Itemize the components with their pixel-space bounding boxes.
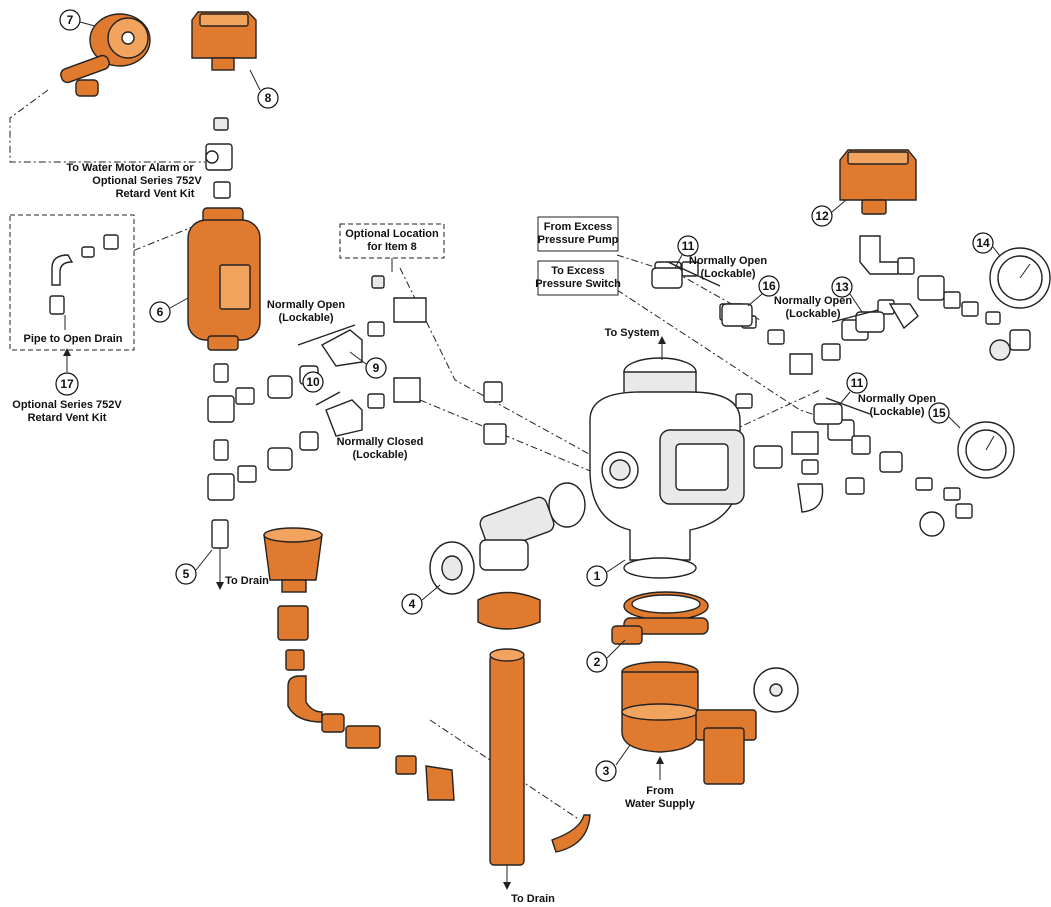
svg-text:9: 9 <box>373 361 380 375</box>
callout-8: 8 <box>257 87 279 109</box>
item14-gauge <box>989 247 1051 361</box>
item13-valve <box>831 309 885 333</box>
svg-text:16: 16 <box>762 279 776 293</box>
item12-pressure-switch <box>839 149 1001 325</box>
callout-11-bottom: 11 <box>846 372 868 394</box>
svg-text:13: 13 <box>835 280 849 294</box>
label-retard-vent-1: Optional Series 752V <box>12 399 122 411</box>
callout-7: 7 <box>59 9 81 31</box>
label-from-2: Water Supply <box>625 798 696 810</box>
callout-16: 16 <box>758 275 780 297</box>
label-water-motor-1: To Water Motor Alarm or <box>66 162 194 174</box>
label-excess-pump-1: From Excess <box>544 221 612 233</box>
label-no-9-2: (Lockable) <box>278 312 333 324</box>
svg-text:14: 14 <box>976 236 990 250</box>
callout-15: 15 <box>928 402 950 424</box>
label-from-1: From <box>646 785 674 797</box>
label-box-optional-location <box>339 223 445 272</box>
callout-17: 17 <box>55 372 79 396</box>
item6-chamber <box>187 207 261 351</box>
orange-drain-piping <box>263 527 455 801</box>
svg-text:12: 12 <box>815 209 829 223</box>
callout-10: 10 <box>302 371 324 393</box>
label-excess-switch-1: To Excess <box>551 265 605 277</box>
svg-text:6: 6 <box>157 305 164 319</box>
callout-3: 3 <box>595 760 617 782</box>
label-box-excess-switch <box>537 260 619 296</box>
callout-6: 6 <box>149 301 171 323</box>
label-no-13-1: Normally Open <box>774 295 853 307</box>
item3-butterfly-valve <box>621 661 799 785</box>
callout-14: 14 <box>972 232 994 254</box>
item9-valve <box>235 275 427 405</box>
label-no-11b-1: Normally Open <box>858 393 937 405</box>
label-water-motor-3: Retard Vent Kit <box>116 188 195 200</box>
svg-text:5: 5 <box>183 567 190 581</box>
label-to-drain-1: To Drain <box>225 575 269 587</box>
right-trim <box>654 261 973 537</box>
item10-valve <box>237 377 421 483</box>
callout-5: 5 <box>175 563 197 585</box>
item4-drain-valve <box>429 482 586 595</box>
svg-text:7: 7 <box>67 13 74 27</box>
item11-valve-bottom <box>813 397 871 425</box>
label-nc-10-1: Normally Closed <box>337 436 424 448</box>
label-no-11b-2: (Lockable) <box>869 406 924 418</box>
text-labels: To Water Motor Alarm or Optional Series … <box>12 162 936 905</box>
label-no-11a-1: Normally Open <box>689 255 768 267</box>
label-pipe-open-drain: Pipe to Open Drain <box>23 333 122 345</box>
callout-numbers: 7 8 6 17 9 10 5 4 1 2 3 11 16 12 13 14 1… <box>55 9 1001 782</box>
item2-coupling <box>611 591 709 645</box>
svg-text:8: 8 <box>265 91 272 105</box>
svg-text:4: 4 <box>409 597 416 611</box>
left-fitting-stack <box>205 117 235 590</box>
svg-text:2: 2 <box>594 655 601 669</box>
label-no-13-2: (Lockable) <box>785 308 840 320</box>
callout-13: 13 <box>831 276 853 298</box>
retard-vent-kit-box <box>9 214 135 372</box>
label-no-11a-2: (Lockable) <box>700 268 755 280</box>
label-excess-pump-2: Pressure Pump <box>538 234 619 246</box>
callout-11-top: 11 <box>677 235 699 257</box>
callout-12: 12 <box>811 205 833 227</box>
label-excess-switch-2: Pressure Switch <box>535 278 621 290</box>
label-opt-loc-2: for Item 8 <box>367 241 417 253</box>
item15-gauge <box>957 421 1015 479</box>
callout-4: 4 <box>401 593 423 615</box>
svg-text:1: 1 <box>594 569 601 583</box>
label-no-9-1: Normally Open <box>267 299 346 311</box>
label-to-drain-2: To Drain <box>511 893 555 905</box>
svg-text:17: 17 <box>60 377 74 391</box>
mid-nipples <box>483 381 507 445</box>
callout-9: 9 <box>365 357 387 379</box>
svg-text:11: 11 <box>682 239 695 253</box>
label-nc-10-2: (Lockable) <box>352 449 407 461</box>
svg-text:11: 11 <box>851 376 864 390</box>
item7-alarm <box>60 13 151 97</box>
item8-pressure-switch <box>191 11 257 71</box>
orange-riser-pipe <box>477 591 591 890</box>
label-retard-vent-2: Retard Vent Kit <box>28 412 107 424</box>
label-opt-loc-1: Optional Location <box>345 228 439 240</box>
svg-text:10: 10 <box>306 375 320 389</box>
callout-2: 2 <box>586 651 608 673</box>
item16-valve <box>721 303 753 327</box>
label-water-motor-2: Optional Series 752V <box>92 175 202 187</box>
item11-valve-top <box>651 261 721 289</box>
item1-check-valve <box>589 357 745 579</box>
svg-text:3: 3 <box>603 764 610 778</box>
svg-text:15: 15 <box>932 406 946 420</box>
label-to-system: To System <box>605 327 660 339</box>
label-box-excess-pump <box>537 216 619 252</box>
callout-1: 1 <box>586 565 608 587</box>
